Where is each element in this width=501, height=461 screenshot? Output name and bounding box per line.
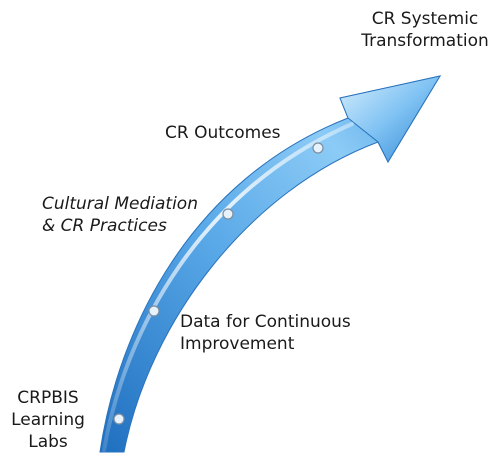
label-line: Learning xyxy=(11,410,85,430)
milestone-marker-data xyxy=(148,305,160,317)
label-line: Improvement xyxy=(180,334,295,354)
milestone-marker-outcomes xyxy=(312,142,324,154)
label-systemic-transformation: CR Systemic Transformation xyxy=(350,8,500,52)
label-line: Labs xyxy=(28,432,68,452)
milestone-marker-learning-labs xyxy=(113,413,125,425)
arrow-head xyxy=(339,75,442,164)
arrow-shine xyxy=(102,122,354,452)
label-cr-outcomes: CR Outcomes xyxy=(165,122,281,144)
label-line: & CR Practices xyxy=(42,216,167,236)
label-data-continuous-improvement: Data for Continuous Improvement xyxy=(180,311,351,355)
label-line: Transformation xyxy=(361,31,489,51)
label-line: CR Outcomes xyxy=(165,123,281,143)
milestone-markers xyxy=(113,142,324,425)
label-line: Data for Continuous xyxy=(180,312,351,332)
label-line: CR Systemic xyxy=(371,9,479,29)
label-cultural-mediation: Cultural Mediation & CR Practices xyxy=(42,193,198,237)
milestone-marker-cultural-mediation xyxy=(222,208,234,220)
label-line: Cultural Mediation xyxy=(42,194,198,214)
label-crpbis-learning-labs: CRPBIS Learning Labs xyxy=(2,387,94,453)
label-line: CRPBIS xyxy=(17,388,79,408)
